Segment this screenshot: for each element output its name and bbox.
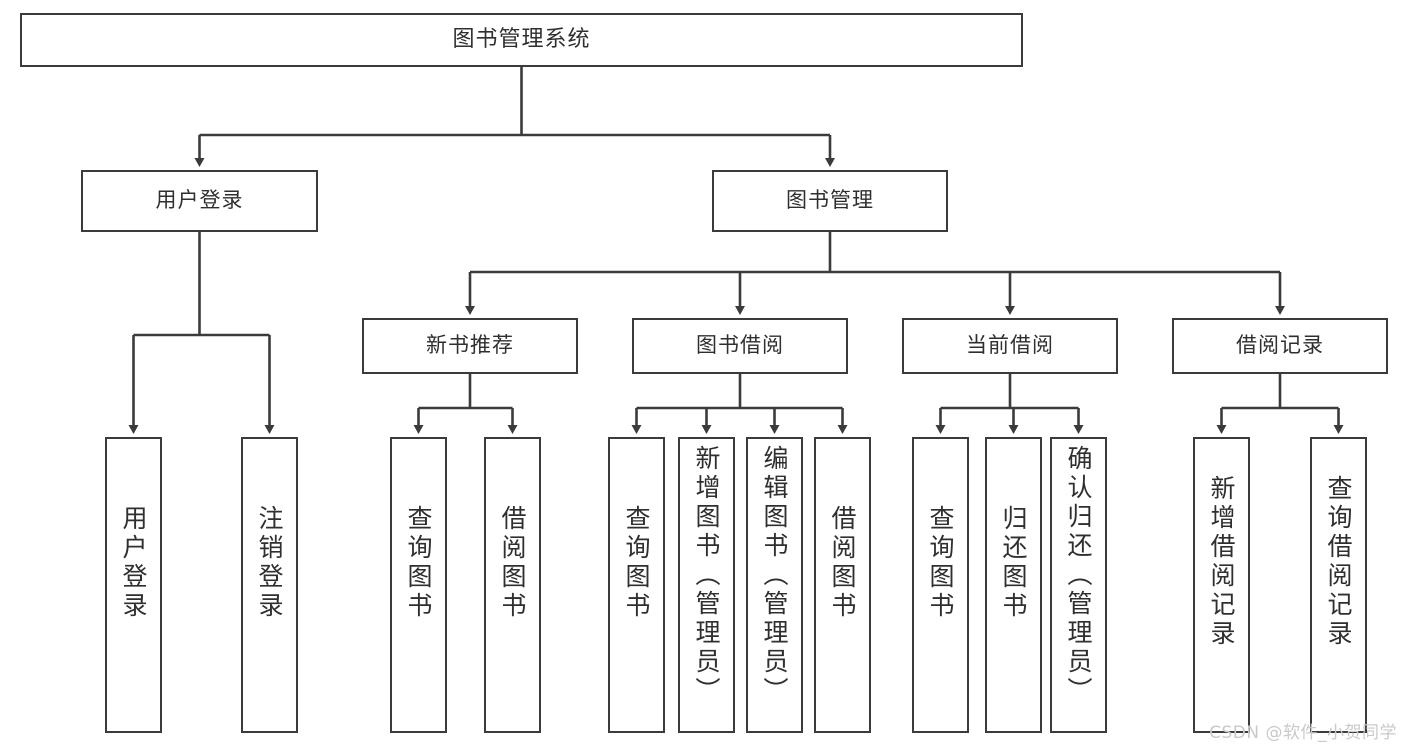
leaf-leaf-edit-book[interactable]: 编辑图书（管理员） (746, 437, 803, 733)
node-label: 图书管理系统 (452, 26, 591, 52)
node-label: 查询图书 (404, 505, 433, 621)
node-label: 新增图书（管理员） (692, 445, 721, 706)
node-label: 图书借阅 (696, 333, 784, 358)
node-label: 新增借阅记录 (1207, 475, 1236, 649)
leaf-leaf-query-borrow-record[interactable]: 查询借阅记录 (1310, 437, 1367, 733)
node-label: 归还图书 (999, 505, 1028, 621)
node-root[interactable]: 图书管理系统 (20, 13, 1023, 67)
node-label: 用户登录 (155, 188, 244, 213)
leaf-leaf-add-book[interactable]: 新增图书（管理员） (678, 437, 735, 733)
node-label: 查询图书 (926, 505, 955, 621)
leaf-leaf-borrow-book-1[interactable]: 借阅图书 (484, 437, 541, 733)
leaf-leaf-confirm-return[interactable]: 确认归还（管理员） (1050, 437, 1107, 733)
leaf-leaf-query-book-2[interactable]: 查询图书 (608, 437, 665, 733)
node-label: 确认归还（管理员） (1064, 445, 1093, 706)
leaf-leaf-borrow-book-2[interactable]: 借阅图书 (814, 437, 871, 733)
leaf-leaf-query-book-1[interactable]: 查询图书 (390, 437, 447, 733)
node-book-borrow[interactable]: 图书借阅 (632, 318, 848, 374)
node-label: 用户登录 (119, 505, 148, 621)
node-borrow-record[interactable]: 借阅记录 (1172, 318, 1388, 374)
node-label: 查询借阅记录 (1324, 475, 1353, 649)
node-label: 借阅图书 (498, 505, 527, 621)
node-label: 新书推荐 (426, 333, 514, 358)
node-user-login[interactable]: 用户登录 (81, 170, 318, 232)
node-label: 图书管理 (786, 188, 874, 213)
node-label: 借阅图书 (828, 505, 857, 621)
node-label: 当前借阅 (966, 333, 1054, 358)
connector-group (128, 67, 1344, 434)
leaf-leaf-query-book-3[interactable]: 查询图书 (912, 437, 969, 733)
node-label: 编辑图书（管理员） (760, 445, 789, 706)
leaf-leaf-add-borrow-record[interactable]: 新增借阅记录 (1193, 437, 1250, 733)
node-current-borrow[interactable]: 当前借阅 (902, 318, 1118, 374)
leaf-leaf-return-book[interactable]: 归还图书 (985, 437, 1042, 733)
csdn-watermark: CSDN @软件_小贺同学 (1209, 723, 1397, 743)
node-label: 查询图书 (622, 505, 651, 621)
node-label: 注销登录 (255, 505, 284, 621)
node-label: 借阅记录 (1236, 333, 1324, 358)
node-book-management[interactable]: 图书管理 (712, 170, 948, 232)
leaf-leaf-logout-login[interactable]: 注销登录 (241, 437, 298, 733)
leaf-leaf-user-login[interactable]: 用户登录 (105, 437, 162, 733)
node-new-book-recommend[interactable]: 新书推荐 (362, 318, 578, 374)
